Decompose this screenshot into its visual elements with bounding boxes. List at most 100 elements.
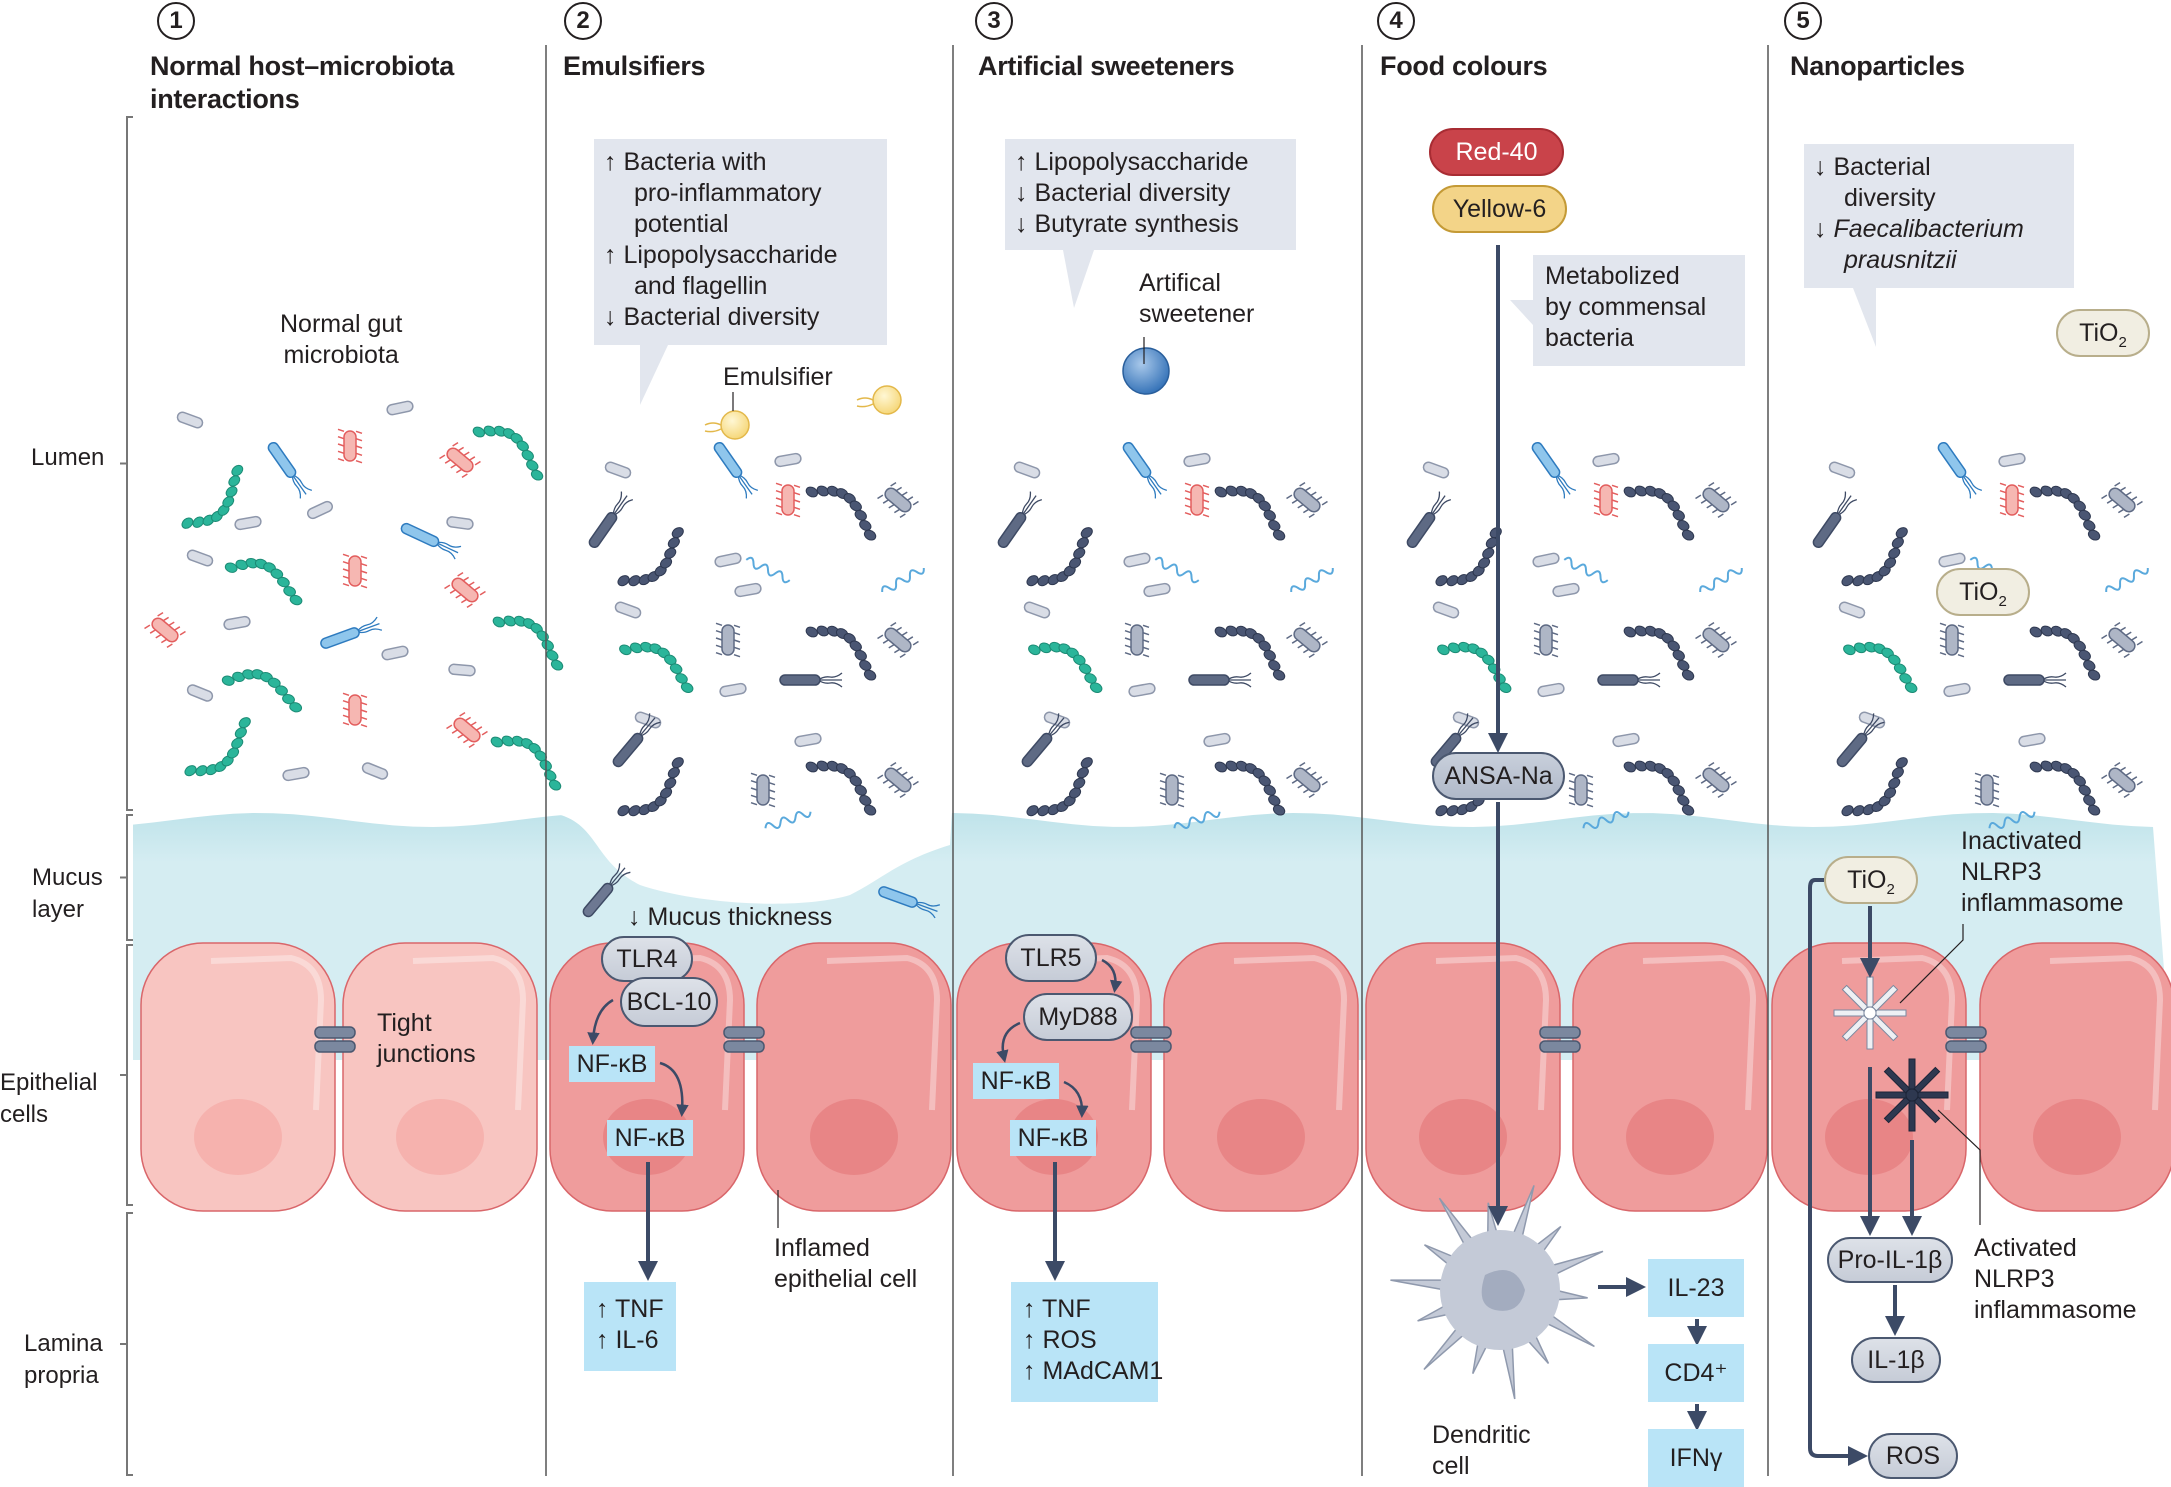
epithelial-cell (1163, 942, 1359, 1212)
tight-junctions-label-line2: junctions (377, 1040, 476, 1068)
normal-microbiota-label: Normal gut microbiota (280, 309, 402, 371)
callout-tail (640, 345, 668, 405)
up-arrow-icon: ↑ (1015, 148, 1035, 176)
flagellated-bacterium-icon (1122, 441, 1168, 499)
flagellated-bacterium-icon (878, 886, 941, 919)
metabolized-callout-line1: Metabolized (1545, 262, 1680, 290)
inactivated-nlrp3-line2: NLRP3 (1961, 858, 2042, 886)
spiky-bacterium-icon (1286, 762, 1328, 798)
callout-line: ↑ Lipopolysaccharide (604, 240, 877, 271)
panel-title-3: Artificial sweeteners (978, 51, 1235, 81)
rod-bacterium-icon (381, 645, 409, 661)
spirochete-icon (764, 811, 812, 829)
spiky-bacterium-icon (775, 482, 801, 518)
rod-bacterium-icon (1023, 601, 1051, 619)
down-arrow-icon: ↓ (1015, 210, 1035, 238)
callout-text: Bacterial diversity (623, 303, 820, 331)
flagellated-bacterium-icon (320, 616, 383, 649)
rod-bacterium-icon (1123, 552, 1151, 568)
tight-junctions-label: Tight junctions (377, 1008, 476, 1070)
panel-title-1: Normal host–microbiota interactions (150, 50, 454, 116)
chain-bacterium-icon (1843, 641, 1918, 693)
tio2-text: TiO (1959, 578, 1999, 606)
epithelial-cell (1979, 942, 2171, 1212)
tight-junction-icon (1945, 1040, 1987, 1053)
nucleus (2033, 1099, 2121, 1175)
cell-highlight (1026, 954, 1141, 1111)
spirochete-icon (1988, 811, 2036, 829)
output-ros-3: ↑ ROS (1023, 1326, 1097, 1354)
chain-bacterium-icon (1623, 760, 1695, 816)
nucleus (1626, 1099, 1714, 1175)
spiky-bacterium-icon (877, 482, 919, 518)
tight-junctions-label-line1: Tight (377, 1009, 432, 1037)
spiky-bacterium-icon (446, 712, 488, 748)
spirochete-icon (1582, 811, 1630, 829)
panel-title-2: Emulsifiers (563, 51, 706, 81)
rod-bacterium-icon (714, 552, 742, 568)
spirochete-icon (1290, 567, 1334, 593)
layer-label-lumen: Lumen (31, 444, 105, 471)
rod-bacterium-icon (1128, 682, 1156, 698)
spiky-bacterium-icon (1159, 772, 1185, 808)
spiky-bacterium-icon (2101, 622, 2143, 658)
callout-text: Bacteria with (623, 148, 767, 176)
il23-box: IL-23 (1648, 1259, 1744, 1317)
chain-bacterium-icon (1437, 641, 1512, 693)
bracket-lamina (126, 1212, 133, 1476)
chain-bacterium-icon (1841, 527, 1908, 587)
inactivated-nlrp3-icon (1833, 976, 1907, 1050)
spiky-bacterium-icon (1533, 622, 1559, 658)
down-arrow-icon: ↓ (1814, 215, 1834, 243)
dendritic-cell-label: Dendritic cell (1432, 1420, 1531, 1482)
flagellated-bacterium-icon (582, 863, 631, 918)
flagellated-bacterium-icon (400, 522, 462, 560)
arrow (1101, 958, 1123, 993)
callout-line: ↑ Lipopolysaccharide (1015, 147, 1286, 178)
rod-bacterium-icon (448, 663, 476, 677)
callout-text: Lipopolysaccharide (1034, 148, 1249, 176)
flagellated-bacterium-icon (1836, 713, 1885, 768)
chain-bacterium-icon (490, 735, 562, 791)
activated-nlrp3-line3: inflammasome (1974, 1296, 2137, 1324)
flagellated-bacterium-icon (2003, 672, 2067, 688)
callout-text: and flagellin (634, 272, 768, 300)
spirochete-icon (1154, 556, 1200, 584)
rod-bacterium-icon (223, 615, 251, 631)
nucleus (810, 1099, 898, 1175)
spirochete-icon (1699, 567, 1743, 593)
chain-bacterium-icon (2029, 625, 2101, 681)
cell-highlight (2049, 954, 2164, 1111)
chain-bacterium-icon (805, 625, 877, 681)
layer-label-lamina-line1: Lamina (24, 1330, 103, 1357)
callout-line: prausnitzii (1814, 245, 2064, 276)
flagellated-bacterium-icon (588, 491, 634, 549)
callout-tail (1510, 300, 1533, 325)
tight-junction-icon (314, 1040, 356, 1053)
ros-5: ROS (1868, 1433, 1958, 1479)
cell-highlight (210, 954, 325, 1111)
down-arrow-icon: ↓ (1814, 153, 1834, 181)
arrow (659, 1061, 689, 1117)
rod-bacterium-icon (176, 411, 204, 429)
down-arrow-icon: ↓ (604, 303, 624, 331)
callout-text: Bacterial diversity (1034, 179, 1231, 207)
normal-microbiota-label-line1: Normal gut (280, 310, 403, 338)
rod-bacterium-icon (1432, 601, 1460, 619)
callout-line: ↑ Bacteria with (604, 147, 877, 178)
panel-number-1: 1 (157, 2, 195, 40)
tio2-particle-lumen: TiO2 (2056, 309, 2150, 357)
flagellated-bacterium-icon (713, 441, 759, 499)
rod-bacterium-icon (1552, 582, 1580, 598)
chain-bacterium-icon (617, 527, 684, 587)
spiky-bacterium-icon (337, 428, 363, 464)
sweetener-effects-callout: ↑ Lipopolysaccharide ↓ Bacterial diversit… (1005, 139, 1296, 250)
rod-bacterium-icon (1828, 461, 1856, 479)
nucleus (1217, 1099, 1305, 1175)
rod-bacterium-icon (2018, 732, 2046, 748)
chain-bacterium-icon (472, 425, 544, 481)
cytokine-output-2: ↑ TNF ↑ IL-6 (584, 1282, 676, 1371)
bracket-mucus (126, 814, 133, 941)
chain-bacterium-icon (617, 757, 684, 817)
